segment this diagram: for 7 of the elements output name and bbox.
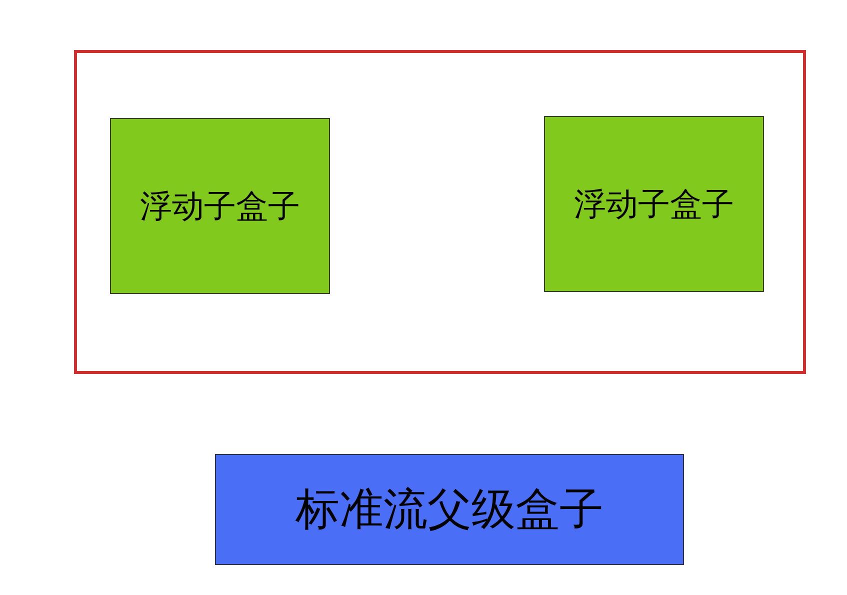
- float-box: [110, 118, 330, 294]
- parent-box: [215, 454, 684, 565]
- box-label: 浮动子盒子: [140, 190, 300, 222]
- box-label: 标准流父级盒子: [296, 488, 604, 532]
- box-label: 浮动子盒子: [574, 188, 734, 220]
- float-box: [544, 116, 764, 292]
- container-box: [74, 50, 806, 374]
